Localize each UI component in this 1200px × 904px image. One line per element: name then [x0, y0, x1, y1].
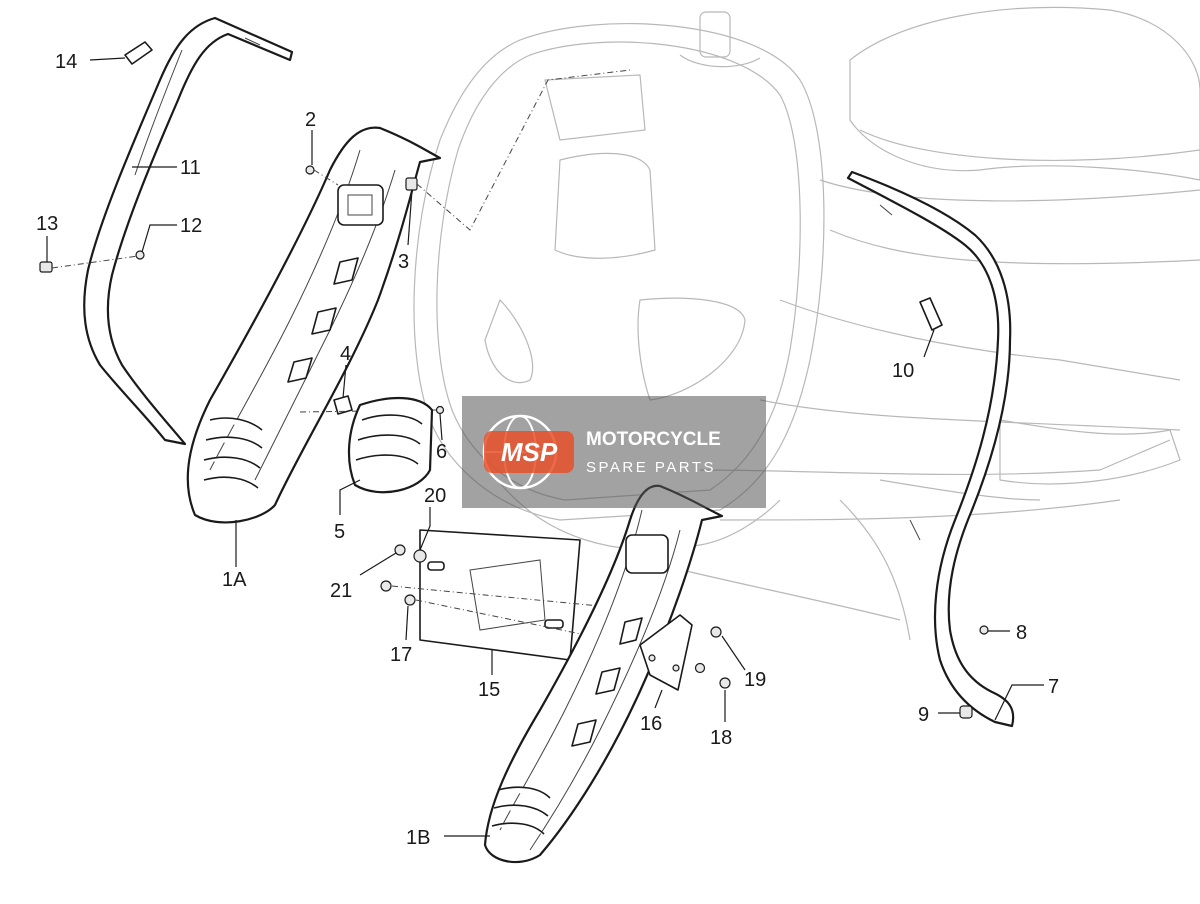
- part-8-screw: [979, 625, 989, 635]
- callout-21: 21: [330, 580, 352, 602]
- callout-2: 2: [305, 109, 316, 131]
- part-5-vent-grille: [347, 396, 434, 494]
- callout-20: 20: [424, 485, 446, 507]
- callout-5: 5: [334, 521, 345, 543]
- watermark-line1: MOTORCYCLE: [586, 429, 721, 450]
- callout-6: 6: [436, 441, 447, 463]
- callout-4: 4: [340, 343, 351, 365]
- callout-11: 11: [180, 157, 201, 179]
- callout-1b: 1B: [406, 827, 430, 849]
- callout-18: 18: [710, 727, 732, 749]
- part-2-screw: [305, 165, 339, 186]
- leader-lines: [46, 57, 1044, 837]
- part-19-bolt: [710, 626, 722, 638]
- callout-15: 15: [478, 679, 500, 701]
- part-3-clip: [405, 69, 631, 231]
- part-18-nut: [694, 662, 731, 689]
- callout-labels: 14 11 13 12 2 3 4 6 5 1A 20 21 17 15 16 …: [36, 51, 1059, 849]
- part-17-bolts: [380, 580, 621, 641]
- callout-10: 10: [892, 360, 914, 382]
- part-21-nut: [394, 544, 406, 556]
- part-14-end-cap: [124, 41, 153, 65]
- callout-13: 13: [36, 213, 58, 235]
- callout-8: 8: [1016, 622, 1027, 644]
- callout-17: 17: [390, 644, 412, 666]
- callout-14: 14: [55, 51, 77, 73]
- part-10-end-cap: [919, 297, 943, 331]
- part-12-screw: [51, 250, 145, 269]
- watermark-line2: SPARE PARTS: [586, 459, 716, 476]
- part-9-nut: [959, 705, 973, 719]
- part-16-bracket: [639, 614, 693, 691]
- part-13-nut: [39, 261, 53, 273]
- callout-3: 3: [398, 251, 409, 273]
- part-11-trim-strip-left: [83, 16, 294, 446]
- callout-1a: 1A: [222, 569, 247, 591]
- part-1b-leg-cover-right: [483, 484, 724, 864]
- part-7-trim-strip-right: [846, 170, 1015, 728]
- watermark-logo-badge: [484, 431, 574, 473]
- watermark-logo-text: MSP: [501, 437, 558, 467]
- callout-19: 19: [744, 669, 766, 691]
- callout-9: 9: [918, 704, 929, 726]
- callout-16: 16: [640, 713, 662, 735]
- part-15-mounting-plate: [419, 529, 581, 661]
- watermark: MSP MOTORCYCLE SPARE PARTS: [462, 396, 766, 508]
- part-20-washer: [413, 549, 427, 563]
- callout-12: 12: [180, 215, 202, 237]
- callout-7: 7: [1048, 676, 1059, 698]
